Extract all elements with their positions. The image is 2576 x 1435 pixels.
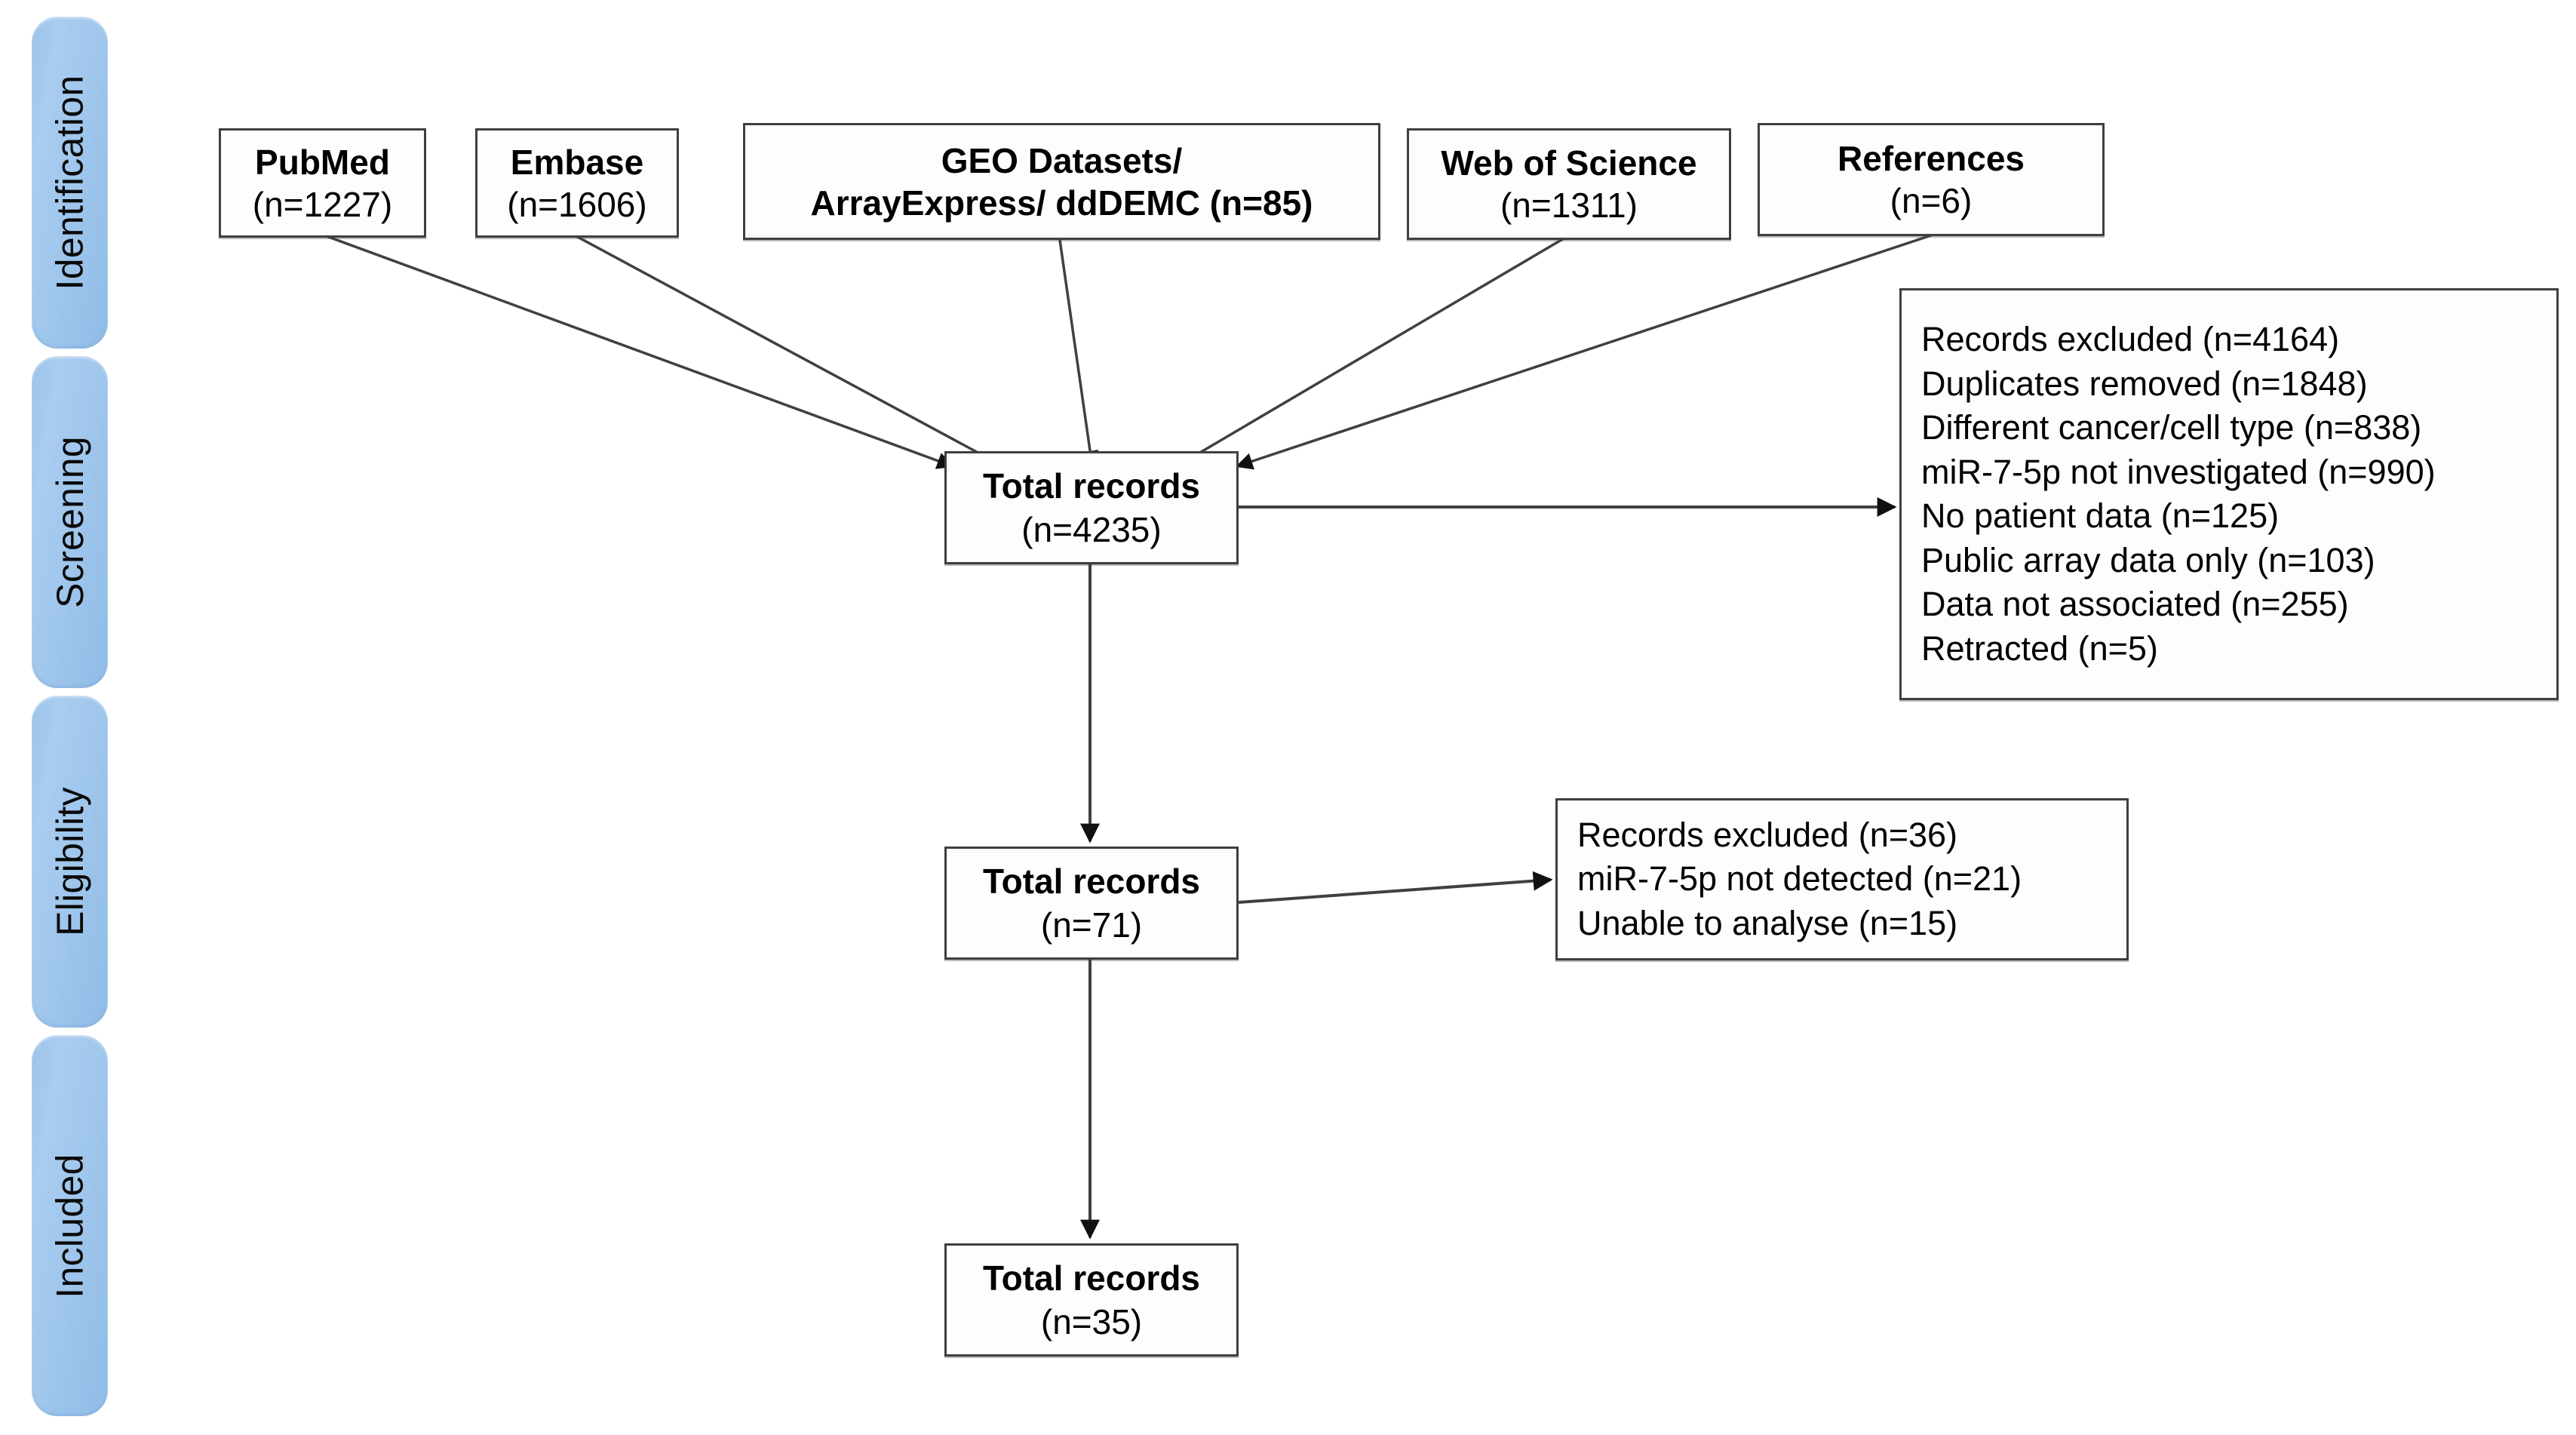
total-records-count-1: (n=4235) [1021,510,1162,549]
total-records-box-eligibility: Total records (n=71) [944,847,1239,960]
exclusion-reason: miR-7-5p not investigated (n=990) [1921,452,2436,491]
stage-pill-identification: Identification [32,17,108,349]
records-excluded-label-1: Records excluded [1921,320,2194,358]
records-excluded-count-1: (n=4164) [2193,320,2340,358]
exclusion-reason: Unable to analyse (n=15) [1577,903,1958,942]
connector-geo-to-total [1058,239,1099,469]
exclusion-reason: Data not associated (n=255) [1921,585,2349,623]
source-title-web-of-science: Web of Science [1441,143,1697,183]
source-title-references: References [1837,139,2025,178]
source-title-embase: Embase [510,142,644,182]
exclusion-reason: No patient data (n=125) [1921,496,2280,535]
source-box-embase: Embase (n=1606) [475,128,679,238]
connector-total2-to-exclusion2 [1238,871,1553,904]
connector-embase-to-total [574,234,1006,468]
total-records-title-3: Total records [983,1258,1200,1298]
connector-references-to-total [1235,234,1932,470]
connector-wos-to-total [1175,234,1570,468]
total-records-title-2: Total records [983,862,1200,901]
total-records-box-identified: Total records (n=4235) [944,451,1239,564]
exclusion-reason: Public array data only (n=103) [1921,540,2375,579]
source-count-web-of-science: (n=1311) [1500,186,1638,225]
stage-pill-included: Included [32,1035,108,1416]
source-title-geo: GEO Datasets/ [941,140,1183,180]
stage-pill-screening: Screening [32,356,108,688]
source-box-geo-arrayexpress-dddemc: GEO Datasets/ ArrayExpress/ ddDEMC (n=85… [743,123,1380,240]
source-box-web-of-science: Web of Science (n=1311) [1407,128,1731,240]
exclusion-reason: Retracted (n=5) [1921,628,2158,668]
source-title-pubmed: PubMed [255,142,390,182]
records-excluded-heading-1: Records excluded (n=4164) [1921,318,2339,362]
stage-pill-eligibility: Eligibility [32,696,108,1028]
source-count-references: (n=6) [1890,181,1973,220]
records-excluded-box-screening: Records excluded (n=4164) Duplicates rem… [1899,288,2559,700]
source-count-embase: (n=1606) [507,184,647,224]
source-count-geo [1200,183,1210,223]
total-records-count-2: (n=71) [1040,905,1143,945]
records-excluded-heading-2: Records excluded (n=36) [1577,813,1957,858]
records-excluded-count-2: (n=36) [1849,815,1958,854]
records-excluded-box-eligibility: Records excluded (n=36) miR-7-5p not det… [1555,798,2129,960]
source-count-pubmed: (n=1227) [252,184,393,224]
connector-pubmed-to-total [324,234,955,469]
total-records-title-1: Total records [983,466,1200,505]
stage-label-eligibility: Eligibility [48,787,91,936]
total-records-box-included: Total records (n=35) [944,1243,1239,1357]
source-box-references: References (n=6) [1758,123,2105,236]
source-title-geo-line2-label: ArrayExpress/ ddDEMC [810,183,1200,223]
exclusion-reason: Different cancer/cell type (n=838) [1921,408,2422,447]
records-excluded-label-2: Records excluded [1577,815,1850,854]
stage-label-identification: Identification [48,75,91,290]
exclusion-reason: miR-7-5p not detected (n=21) [1577,859,2022,899]
total-records-count-3: (n=35) [1040,1302,1143,1341]
stage-label-included: Included [48,1153,91,1298]
source-count-geo-value: (n=85) [1209,183,1313,223]
source-box-pubmed: PubMed (n=1227) [219,128,426,238]
source-title-geo-line2: ArrayExpress/ ddDEMC (n=85) [811,182,1313,224]
stage-label-screening: Screening [48,436,91,608]
source-connectors [324,234,1932,470]
exclusion-reason: Duplicates removed (n=1848) [1921,364,2368,403]
